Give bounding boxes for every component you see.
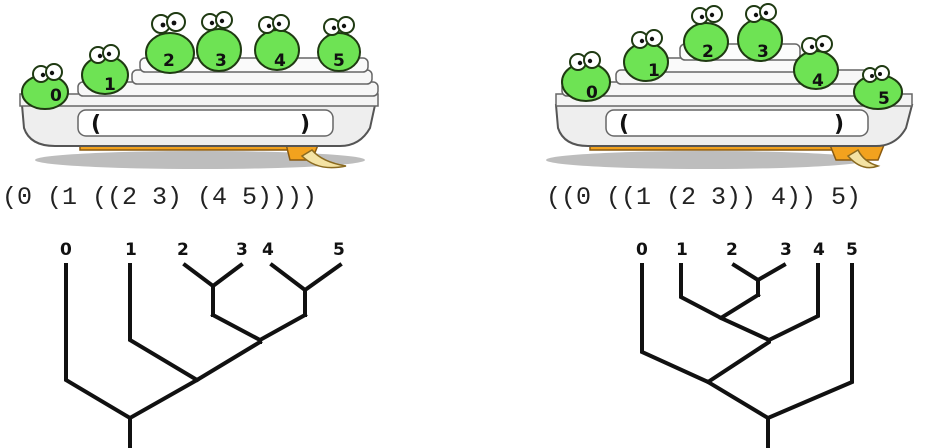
frog-1: 1 <box>81 44 129 95</box>
frog-3-label: 3 <box>757 42 769 62</box>
boat-paren-open: ( <box>91 112 101 137</box>
tree-leaf-2: 2 <box>726 240 738 260</box>
frog-2: 2 <box>683 5 729 62</box>
tree-leaf-1: 1 <box>125 240 137 260</box>
frog-1: 1 <box>623 29 669 82</box>
outer-box <box>77 109 334 137</box>
boat-paren-close: ) <box>300 112 310 137</box>
boat-paren-close: ) <box>834 112 844 137</box>
frog-5: 5 <box>853 65 903 110</box>
tree-branch-4-5 <box>269 262 343 317</box>
tree-leaf-5: 5 <box>333 240 345 260</box>
frog-0: 0 <box>21 63 69 110</box>
tree-leaf-2: 2 <box>177 240 189 260</box>
tree-branch-0 <box>640 263 771 385</box>
tree-branch-23-45 <box>210 312 308 344</box>
left-illustration: ( ) 0 1 2 3 <box>19 11 379 448</box>
frog-1-label: 1 <box>648 61 660 81</box>
tree-leaf-5: 5 <box>846 240 858 260</box>
frog-0-label: 0 <box>586 83 598 103</box>
boat-shadow <box>546 151 866 169</box>
tree-branch-5 <box>705 263 854 421</box>
frog-2-label: 2 <box>163 51 175 71</box>
tree-leaf-3: 3 <box>780 240 792 260</box>
propeller-icon <box>846 148 881 169</box>
tree-branch-2-3 <box>731 262 787 297</box>
tree-leaf-4: 4 <box>262 240 274 260</box>
frog-2-label: 2 <box>702 42 714 62</box>
boat-paren-open: ( <box>619 112 629 137</box>
right-illustration: ( ) 0 1 2 3 <box>546 3 914 448</box>
tree-branch-2-3 <box>182 262 244 317</box>
tree-leaf-0: 0 <box>60 240 72 260</box>
frog-5: 5 <box>317 16 361 72</box>
inner-box-3 <box>139 57 369 73</box>
frog-5-label: 5 <box>878 89 890 109</box>
tree-leaf-1: 1 <box>676 240 688 260</box>
frog-0-label: 0 <box>50 86 62 106</box>
frog-4: 4 <box>254 14 300 71</box>
tree-branch-1 <box>128 263 263 383</box>
tree-leaf-0: 0 <box>636 240 648 260</box>
tree-branch-1 <box>679 263 761 321</box>
left-panel: ( ) 0 1 2 3 <box>2 11 379 448</box>
propeller-icon <box>300 149 347 169</box>
frog-0: 0 <box>561 51 611 103</box>
frog-1-label: 1 <box>104 75 116 95</box>
right-panel: ( ) 0 1 2 3 <box>466 0 932 448</box>
tree-branch-0 <box>64 263 200 421</box>
frog-5-label: 5 <box>333 51 345 71</box>
frog-3: 3 <box>737 3 783 62</box>
frog-4-label: 4 <box>812 71 824 91</box>
s-expression: (0 (1 ((2 3) (4 5)))) <box>2 183 318 212</box>
frog-4-label: 4 <box>274 51 286 71</box>
frog-2: 2 <box>145 12 195 74</box>
frog-3-label: 3 <box>215 51 227 71</box>
outer-box <box>605 109 869 137</box>
boat-shadow <box>35 151 365 169</box>
tree-leaf-3: 3 <box>236 240 248 260</box>
tree-leaf-4: 4 <box>813 240 825 260</box>
s-expression: ((0 ((1 (2 3)) 4)) 5) <box>546 183 862 212</box>
frog-3: 3 <box>196 11 242 72</box>
tree-branch-4 <box>718 263 820 343</box>
frog-4: 4 <box>793 35 839 91</box>
